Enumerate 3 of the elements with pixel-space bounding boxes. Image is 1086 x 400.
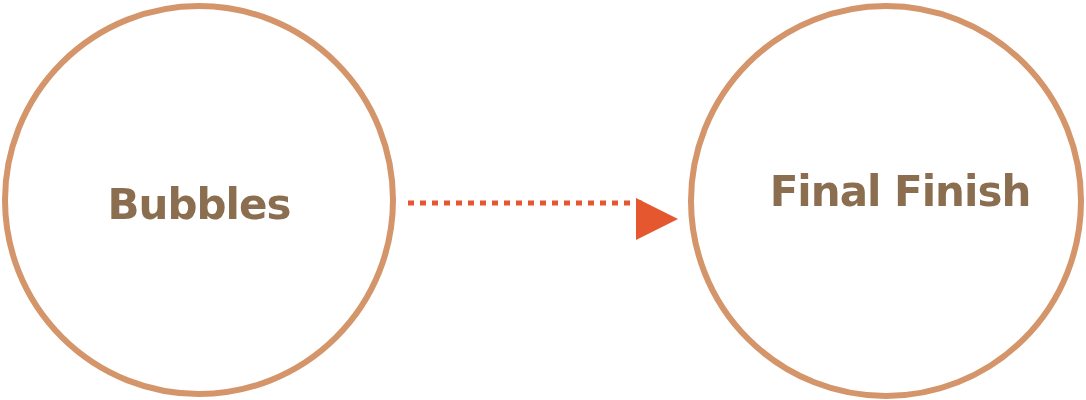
dotted-arrow	[408, 198, 678, 240]
node-label: Final Finish	[769, 166, 1031, 216]
node-label: Bubbles	[107, 179, 291, 229]
